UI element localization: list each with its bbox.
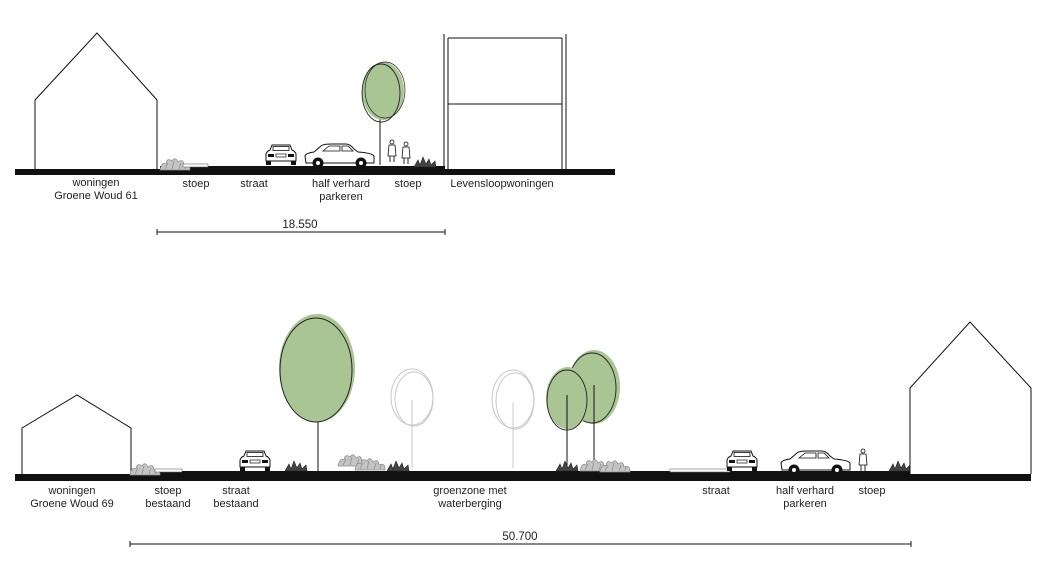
house-icon xyxy=(21,394,132,474)
ground-line-top xyxy=(15,169,615,175)
label-woningen-groene-woud-61: woningen Groene Woud 61 xyxy=(54,177,138,203)
label-line: woningen xyxy=(72,177,120,189)
house-icon xyxy=(34,32,158,169)
label-straat-new: straat xyxy=(702,485,730,498)
label-stoep-right: stoep xyxy=(395,178,422,191)
curb-icon xyxy=(154,468,183,473)
top-section xyxy=(15,32,615,235)
shrub-icon xyxy=(599,460,631,473)
label-levensloopwoningen: Levensloopwoningen xyxy=(450,178,553,191)
label-line: parkeren xyxy=(319,191,363,203)
label-line: Groene Woud 69 xyxy=(30,498,114,510)
dimension-label-top: 18.550 xyxy=(282,219,318,231)
car-front-icon xyxy=(239,450,271,472)
curb-icon xyxy=(669,468,731,473)
label-line: half verhard xyxy=(311,178,371,190)
ground-line-bottom xyxy=(15,474,1031,481)
shrub-icon xyxy=(284,460,308,472)
road-surface-bottom xyxy=(130,471,930,474)
label-line: parkeren xyxy=(783,498,827,510)
label-line: stoep xyxy=(154,485,182,497)
dimension-label-bottom: 50.700 xyxy=(502,531,538,543)
shrub-icon xyxy=(386,460,410,472)
label-stoep-bestaand: stoep bestaand xyxy=(145,485,190,511)
label-half-verhard-parkeren-bottom: half verhard parkeren xyxy=(776,485,834,511)
label-woningen-groene-woud-69: woningen Groene Woud 69 xyxy=(30,485,114,511)
bottom-section xyxy=(15,314,1032,547)
label-line: bestaand xyxy=(145,498,191,510)
tree-icon xyxy=(362,62,404,120)
label-straat-bestaand: straat bestaand xyxy=(213,485,258,511)
label-line: half verhard xyxy=(775,485,835,497)
label-line: groenzone met xyxy=(433,485,507,497)
house-icon xyxy=(909,321,1032,474)
label-line: stoep xyxy=(182,178,210,190)
ghost-tree-icon xyxy=(491,369,535,468)
label-stoep-bottom: stoep xyxy=(859,485,886,498)
label-stoep-left: stoep xyxy=(183,178,210,191)
car-side-icon xyxy=(304,143,375,169)
person-icon xyxy=(401,141,411,165)
label-straat: straat xyxy=(240,178,268,191)
person-icon xyxy=(387,139,397,163)
person-icon xyxy=(858,448,868,472)
label-half-verhard-parkeren: half verhard parkeren xyxy=(312,178,370,204)
label-line: Levensloopwoningen xyxy=(450,178,554,190)
label-line: woningen xyxy=(48,485,96,497)
road-surface-top xyxy=(160,166,445,169)
shrub-icon xyxy=(413,156,437,168)
label-line: waterberging xyxy=(438,498,502,510)
label-line: stoep xyxy=(394,178,422,190)
label-line: straat xyxy=(222,485,250,497)
car-front-icon xyxy=(726,450,758,472)
label-line: bestaand xyxy=(213,498,259,510)
ghost-tree-icon xyxy=(390,368,434,468)
label-line: straat xyxy=(240,178,268,190)
label-groenzone-met-waterberging: groenzone met waterberging xyxy=(433,485,506,511)
label-line: stoep xyxy=(858,485,886,497)
tree-icon xyxy=(279,314,355,422)
tree-icon xyxy=(546,367,590,429)
car-front-icon xyxy=(265,144,297,166)
curb-icon xyxy=(182,163,209,168)
label-line: Groene Woud 61 xyxy=(54,190,138,202)
label-line: straat xyxy=(702,485,730,497)
shrub-icon xyxy=(888,460,912,472)
levensloopwoningen-building xyxy=(443,34,567,169)
